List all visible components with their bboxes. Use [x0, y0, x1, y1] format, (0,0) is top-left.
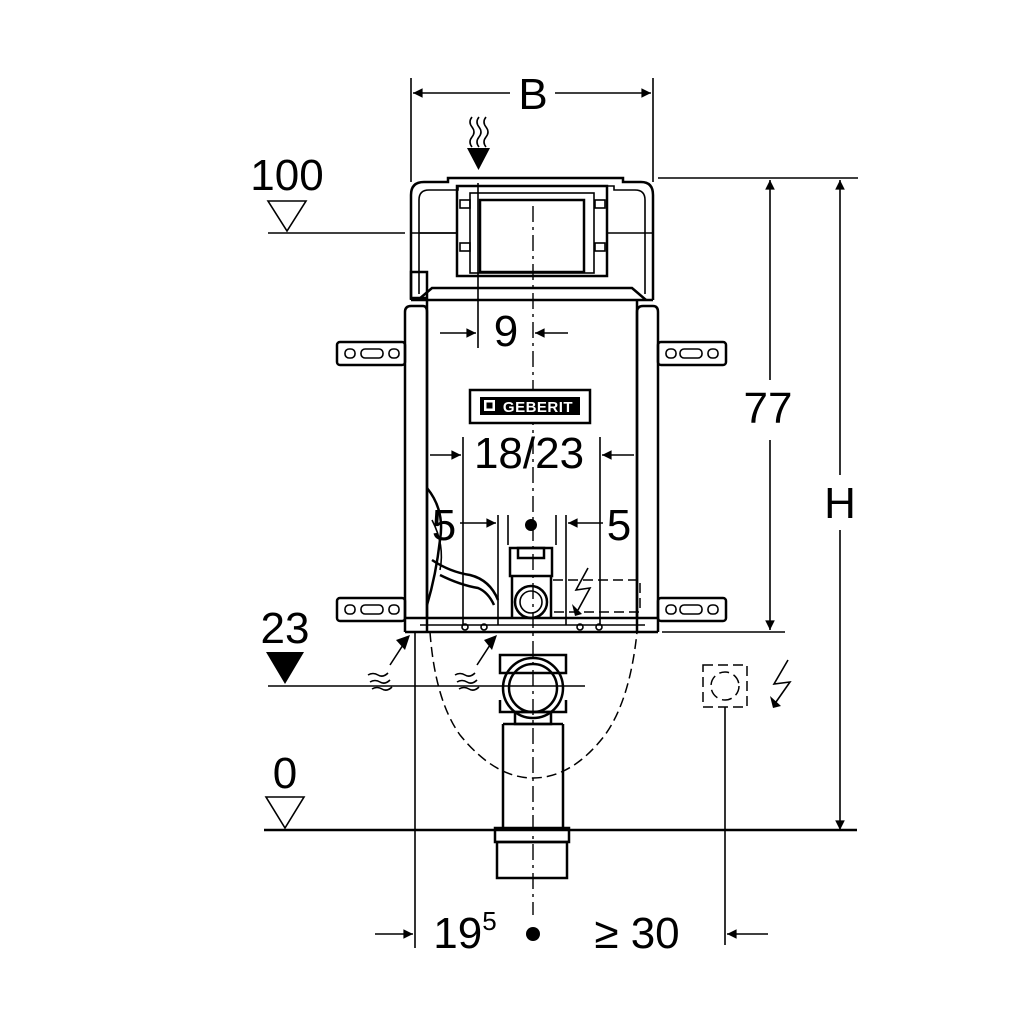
frame-height-dimension: 77 [658, 177, 793, 633]
inlet-range-dimension: 18/23 [430, 429, 634, 625]
inlet-range-label: 18/23 [474, 429, 584, 478]
level-marker-inlet: 23 [261, 604, 585, 687]
electric-icon-socket [770, 659, 792, 708]
cistern-housing [409, 176, 655, 302]
width-dimension: B [410, 70, 654, 182]
water-supply-icon-center [454, 635, 497, 691]
bottom-right-label: ≥ 30 [594, 909, 679, 958]
wall-bracket-left-bottom [335, 596, 407, 623]
offset-right-label: 5 [607, 501, 631, 550]
total-height-dimension: H [785, 177, 858, 830]
drain-pipe [493, 826, 571, 880]
wall-bracket-left-top [335, 340, 407, 367]
total-height-label: H [824, 479, 856, 528]
frame-height-label: 77 [744, 384, 793, 433]
electric-icon [572, 567, 592, 616]
level-marker-icon [264, 796, 306, 830]
level-top-label: 100 [250, 151, 323, 200]
water-supply-icon [467, 116, 490, 170]
level-marker-top: 100 [250, 151, 405, 234]
brand-name: GEBERIT [503, 399, 573, 416]
level-inlet-label: 23 [261, 604, 310, 653]
width-label: B [518, 70, 547, 119]
flush-bend [508, 546, 641, 620]
bottom-left-label: 195 [433, 906, 496, 958]
bottom-left-base: 19 [433, 909, 482, 958]
water-inlet-hose [425, 487, 500, 606]
bottom-left-superscript: 5 [482, 906, 496, 936]
level-marker-icon [266, 200, 308, 233]
flush-pipe-label: 9 [494, 307, 518, 356]
frame-body [403, 300, 660, 634]
level-marker-floor: 0 [264, 749, 857, 832]
offset-left-label: 5 [432, 501, 456, 550]
waste-connection [498, 653, 568, 828]
level-floor-label: 0 [273, 749, 297, 798]
flush-pipe-dimension: 9 [440, 183, 568, 356]
level-marker-icon [266, 652, 304, 684]
offset-dimensions: 5 5 [432, 501, 631, 625]
water-supply-icon-left [367, 635, 410, 691]
wall-bracket-right-top [656, 340, 728, 367]
bowl-outline [429, 631, 638, 779]
electric-socket [702, 664, 748, 945]
wall-bracket-right-bottom [656, 596, 728, 623]
brand-plate: GEBERIT [468, 388, 592, 425]
bottom-dimensions: 195 ≥ 30 [375, 906, 768, 958]
